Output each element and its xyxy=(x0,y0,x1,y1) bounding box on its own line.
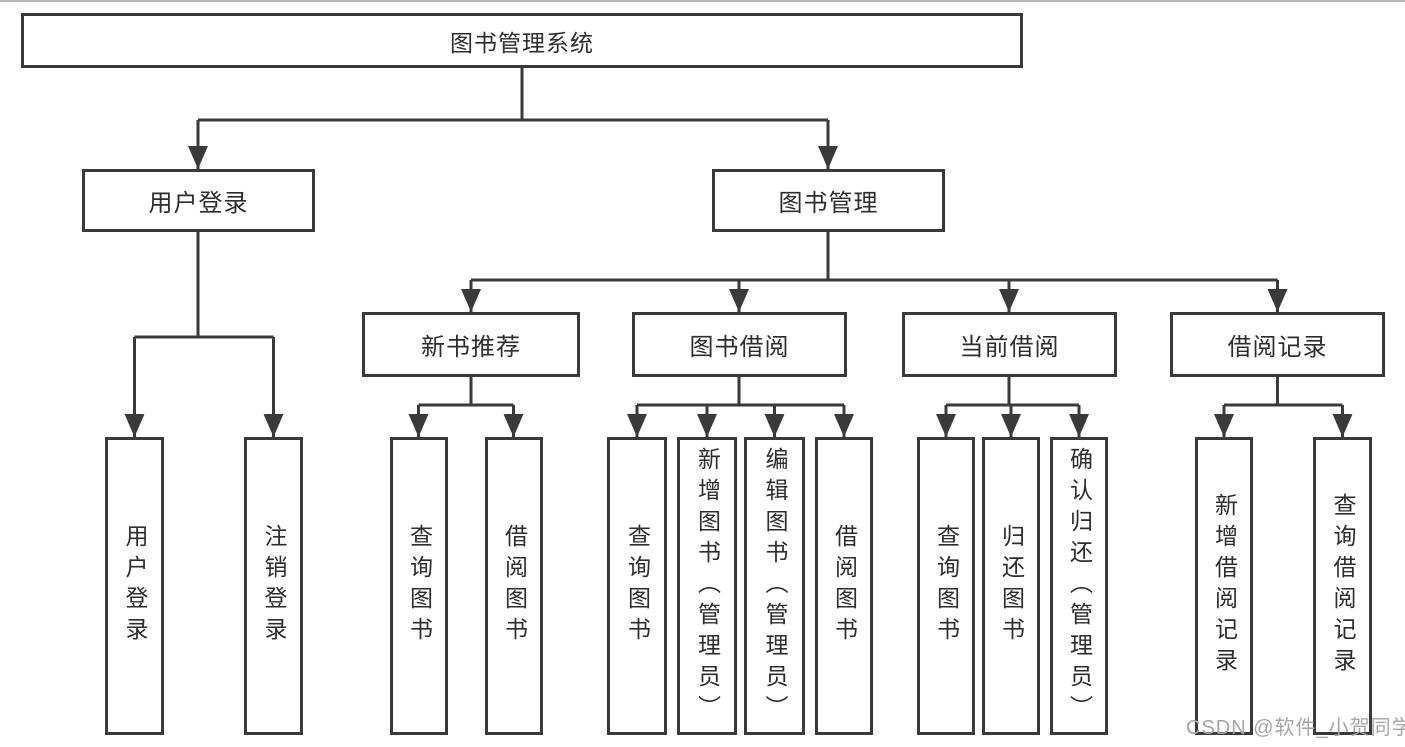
node-borrowing-records: 借阅记录 xyxy=(1170,312,1385,377)
node-label: 新增图书（管理员） xyxy=(694,446,721,726)
node-label: 查询借阅记录 xyxy=(1330,493,1356,679)
node-label: 查询图书 xyxy=(406,524,433,648)
spine-book-borrowing xyxy=(637,377,844,407)
node-query-books-recommend: 查询图书 xyxy=(390,437,448,735)
node-label: 确认归还（管理员） xyxy=(1066,446,1093,726)
connector-spines xyxy=(134,68,1343,407)
node-borrow-books-recommend: 借阅图书 xyxy=(485,437,543,735)
node-label: 注销登录 xyxy=(261,524,287,648)
node-label: 查询图书 xyxy=(624,524,651,648)
spine-user-login xyxy=(134,232,274,339)
node-query-borrow-record: 查询借阅记录 xyxy=(1313,437,1372,735)
node-confirm-return-admin: 确认归还（管理员） xyxy=(1050,437,1108,735)
node-new-book-recommendation: 新书推荐 xyxy=(362,312,580,377)
top-divider-line xyxy=(0,0,1405,2)
node-query-books-current: 查询图书 xyxy=(917,437,975,735)
node-current-borrowing: 当前借阅 xyxy=(902,312,1117,377)
spine-book-management xyxy=(471,232,1278,282)
node-logout: 注销登录 xyxy=(244,437,303,735)
node-label: 归还图书 xyxy=(998,524,1025,648)
spine-new-book-recommendation xyxy=(418,377,514,407)
connector-arrows xyxy=(124,120,1353,437)
node-label: 借阅图书 xyxy=(831,524,858,648)
node-label: 用户登录 xyxy=(122,524,148,648)
node-return-book: 归还图书 xyxy=(982,437,1040,735)
node-add-book-admin: 新增图书（管理员） xyxy=(677,437,737,735)
node-query-books-borrowing: 查询图书 xyxy=(607,437,667,735)
node-label: 新增借阅记录 xyxy=(1211,493,1238,679)
node-label: 查询图书 xyxy=(933,524,960,648)
node-library-system: 图书管理系统 xyxy=(21,13,1023,68)
node-book-borrowing: 图书借阅 xyxy=(632,312,847,377)
node-user-login: 用户登录 xyxy=(105,437,164,735)
csdn-watermark: CSDN @软件_小贺同学 xyxy=(1186,717,1405,739)
node-edit-book-admin: 编辑图书（管理员） xyxy=(744,437,805,735)
node-book-management: 图书管理 xyxy=(712,169,945,232)
node-label: 编辑图书（管理员） xyxy=(762,446,788,726)
node-label: 借阅图书 xyxy=(501,524,528,648)
spine-borrowing-records xyxy=(1224,377,1343,407)
spine-current-borrowing xyxy=(946,377,1079,407)
spine-root xyxy=(198,68,828,122)
node-add-borrow-record: 新增借阅记录 xyxy=(1195,437,1253,735)
node-borrow-book: 借阅图书 xyxy=(815,437,873,735)
node-user-login-module: 用户登录 xyxy=(82,169,315,232)
